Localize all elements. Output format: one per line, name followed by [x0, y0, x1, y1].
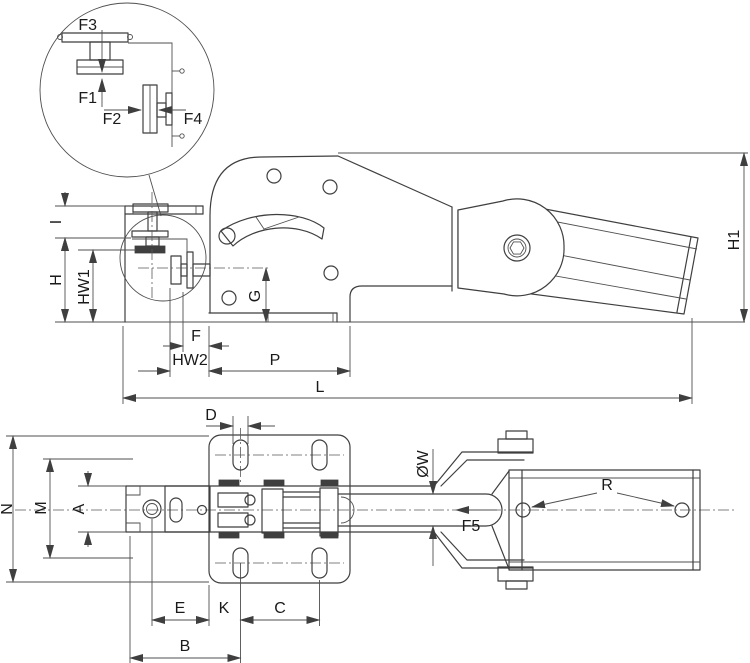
dim-label-l: L	[316, 379, 325, 396]
dim-label-e: E	[175, 600, 186, 617]
mounting-slot	[311, 547, 328, 579]
dim-label-c: C	[274, 600, 286, 617]
mounting-slot	[311, 439, 328, 471]
handle-bar	[508, 469, 701, 571]
pivot-hex-socket	[509, 241, 525, 255]
handle-pin-hole	[674, 502, 690, 518]
pivot-bolt-outer	[503, 234, 531, 262]
lower-arm-outline	[349, 285, 453, 323]
fork-pivot-block-lower	[497, 566, 534, 582]
detail-reference-circle	[119, 214, 207, 302]
body-hole	[322, 179, 338, 195]
dim-label-diameter-w: ØW	[415, 449, 432, 477]
fork-pivot-block-upper	[497, 438, 534, 454]
detail-top-flange	[61, 32, 129, 43]
dim-label-p: P	[270, 352, 281, 369]
rivet-tab	[218, 479, 240, 487]
link-cross-block	[319, 487, 339, 537]
dim-label-k: K	[219, 600, 230, 617]
dim-label-b: B	[180, 638, 191, 655]
clevis-jaw-upper	[217, 492, 249, 508]
fork-arm-lower	[433, 531, 534, 569]
rivet-tab	[263, 479, 285, 487]
dim-label-m: M	[33, 501, 50, 514]
hex-screw-head	[142, 499, 162, 519]
rivet-tab	[320, 479, 339, 487]
rivet-tab	[218, 531, 240, 539]
r-leader-right	[616, 492, 675, 508]
rivet-tab	[320, 531, 339, 539]
dim-label-r: R	[601, 477, 613, 494]
side-spindle-rod	[192, 263, 211, 277]
clevis-jaw-lower	[217, 512, 249, 528]
body-hole	[323, 265, 339, 281]
spindle-foot-pad	[134, 245, 166, 254]
detail-view: F3 F1 F2 F4	[39, 2, 215, 217]
detail-circle-outline	[39, 2, 215, 178]
side-dimensions: I H HW1 G F HW2 P L H1	[48, 152, 748, 404]
body-hole	[266, 168, 282, 184]
side-view	[55, 152, 748, 323]
detail-leader-line	[148, 174, 162, 217]
dim-label-h1: H1	[726, 230, 743, 251]
side-pad-flange	[186, 251, 194, 289]
fork-arm-upper	[433, 451, 534, 487]
dim-label-hw2: HW2	[172, 352, 208, 369]
dim-label-d: D	[205, 407, 217, 424]
dim-label-a: A	[71, 503, 88, 514]
lever-clevis	[457, 198, 565, 297]
spindle-flange	[131, 230, 169, 238]
r-leader-left	[531, 492, 598, 509]
dim-label-hw1: HW1	[76, 269, 93, 305]
toggle-block	[261, 488, 284, 534]
force-label-f5: F5	[462, 518, 481, 535]
dim-label-h: H	[48, 274, 65, 286]
push-rod	[337, 493, 503, 527]
dim-label-n: N	[0, 503, 16, 515]
force-label-f1: F1	[78, 90, 97, 107]
mounting-plate	[208, 434, 351, 584]
lever-slot-end-hole	[218, 227, 236, 245]
lever-slot	[220, 213, 325, 247]
slide-block-slot	[169, 497, 183, 523]
dim-label-g: G	[247, 290, 264, 302]
pivot-bolt-inner	[507, 238, 527, 258]
rivet-tab	[263, 531, 285, 539]
clamp-body-outline	[209, 155, 453, 314]
slide-block	[164, 485, 211, 533]
plan-view	[15, 428, 735, 590]
detail-spindle-stem	[89, 41, 111, 61]
link-pin	[244, 514, 256, 526]
spindle-screw	[147, 211, 158, 232]
body-hole	[221, 290, 237, 306]
force-label-f2: F2	[103, 111, 122, 128]
force-label-f4: F4	[184, 111, 203, 128]
dim-label-i: I	[48, 220, 65, 224]
spindle-top-nut	[132, 203, 169, 213]
force-label-f3: F3	[78, 17, 97, 34]
handle-pin-hole	[515, 502, 531, 518]
mounting-slot	[232, 439, 249, 471]
dim-label-f: F	[191, 328, 201, 345]
side-pad-disc	[170, 255, 182, 285]
slide-block-pin	[196, 504, 208, 516]
plan-dimensions: N M A D ØW F5 R E	[0, 407, 675, 663]
link-pin	[244, 494, 256, 506]
